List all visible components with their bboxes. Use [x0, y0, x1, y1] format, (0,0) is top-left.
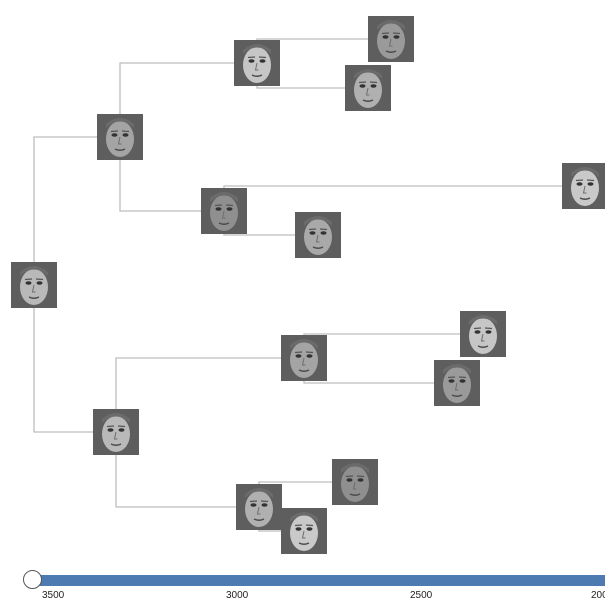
tree-link — [115, 432, 259, 508]
face-node[interactable] — [281, 335, 327, 381]
face-node[interactable] — [434, 360, 480, 406]
face-thumbnail-image — [460, 311, 506, 357]
face-thumbnail-image — [345, 65, 391, 111]
threshold-slider-track[interactable] — [38, 575, 605, 586]
tree-link — [33, 285, 116, 433]
face-node[interactable] — [93, 409, 139, 455]
face-thumbnail-image — [295, 212, 341, 258]
face-thumbnail-image — [11, 262, 57, 308]
axis-tick-label: 200 — [591, 590, 605, 601]
axis-tick-label: 2500 — [410, 590, 433, 601]
face-thumbnail-image — [281, 335, 327, 381]
face-node[interactable] — [201, 188, 247, 234]
face-node[interactable] — [11, 262, 57, 308]
face-thumbnail-image — [234, 40, 280, 86]
face-node[interactable] — [97, 114, 143, 160]
threshold-slider-handle[interactable] — [23, 570, 42, 589]
face-thumbnail-image — [332, 459, 378, 505]
face-node[interactable] — [460, 311, 506, 357]
axis-tick-label: 3000 — [226, 590, 249, 601]
face-thumbnail-image — [97, 114, 143, 160]
face-thumbnail-image — [368, 16, 414, 62]
face-node[interactable] — [332, 459, 378, 505]
face-thumbnail-image — [236, 484, 282, 530]
tree-link — [33, 136, 120, 285]
tree-link — [223, 185, 585, 211]
face-node[interactable] — [234, 40, 280, 86]
tree-link — [119, 62, 257, 137]
face-thumbnail-image — [562, 163, 605, 209]
face-node[interactable] — [236, 484, 282, 530]
face-thumbnail-image — [281, 508, 327, 554]
face-node[interactable] — [368, 16, 414, 62]
face-thumbnail-image — [434, 360, 480, 406]
face-node[interactable] — [562, 163, 605, 209]
tree-link — [115, 357, 304, 432]
face-thumbnail-image — [93, 409, 139, 455]
face-node[interactable] — [295, 212, 341, 258]
tree-link — [303, 333, 483, 358]
face-node[interactable] — [281, 508, 327, 554]
face-thumbnail-image — [201, 188, 247, 234]
axis-tick-label: 3500 — [42, 590, 65, 601]
face-node[interactable] — [345, 65, 391, 111]
tree-link — [119, 137, 224, 212]
